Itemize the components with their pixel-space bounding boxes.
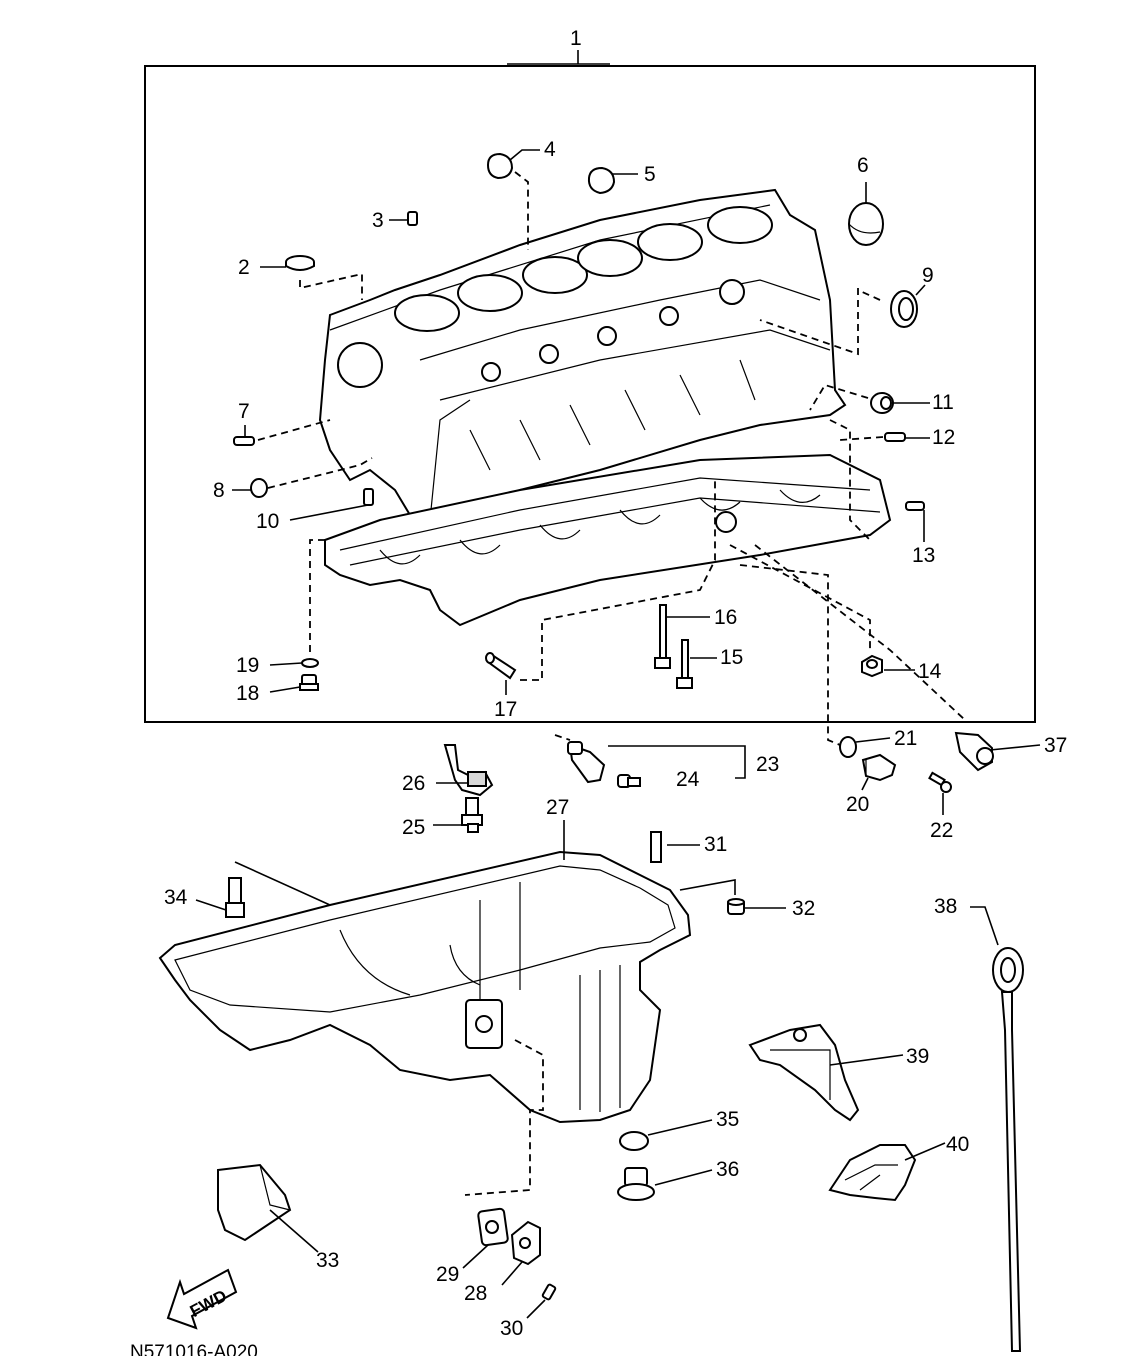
callout-36: 36 <box>716 1158 739 1181</box>
callout-33: 33 <box>316 1249 339 1272</box>
part-33-baffle <box>217 1163 292 1242</box>
callout-17: 17 <box>494 698 517 721</box>
part-25-fitting <box>461 797 483 833</box>
part-38-dipstick <box>992 947 1024 1352</box>
part-2-plug <box>285 255 315 271</box>
callout-13: 13 <box>912 544 935 567</box>
callout-19: 19 <box>236 654 259 677</box>
part-22-bolt <box>928 771 952 793</box>
part-26-sensor <box>443 744 494 797</box>
block-group-frame <box>144 65 1036 723</box>
part-35-gasket <box>619 1131 649 1151</box>
callout-15: 15 <box>720 646 743 669</box>
callout-32: 32 <box>792 897 815 920</box>
callout-35: 35 <box>716 1108 739 1131</box>
part-31-stud <box>650 831 662 863</box>
part-24-bolt <box>617 774 641 788</box>
callout-27: 27 <box>546 796 569 819</box>
callout-39: 39 <box>906 1045 929 1068</box>
callout-1: 1 <box>570 27 582 50</box>
callout-31: 31 <box>704 833 727 856</box>
oil-pan <box>158 850 692 1124</box>
part-23-sensor <box>567 741 606 784</box>
part-5-plug <box>587 166 616 195</box>
callout-22: 22 <box>930 819 953 842</box>
part-40-bracket <box>828 1144 917 1202</box>
callout-21: 21 <box>894 727 917 750</box>
leader-lines <box>195 149 1041 1319</box>
callout-23: 23 <box>756 753 779 776</box>
callout-9: 9 <box>922 264 934 287</box>
callout-25: 25 <box>402 816 425 839</box>
part-12-pin <box>884 432 906 442</box>
part-37-sensor <box>954 731 994 772</box>
part-8-bush <box>250 478 268 498</box>
part-16-bolt <box>654 604 671 669</box>
callout-10: 10 <box>256 510 279 533</box>
part-7-pin <box>233 436 255 446</box>
part-39-bracket <box>748 1023 860 1122</box>
callout-12: 12 <box>932 426 955 449</box>
part-3-pin <box>407 211 418 226</box>
part-36-plug <box>617 1167 655 1201</box>
part-11-bush <box>870 392 894 414</box>
callout-14: 14 <box>918 660 942 683</box>
part-14-nut <box>861 654 883 678</box>
bearing-cap-plate <box>324 453 892 627</box>
part-28-cover <box>510 1220 541 1266</box>
callout-11: 11 <box>932 391 954 414</box>
callout-16: 16 <box>714 606 737 629</box>
callout-6: 6 <box>857 154 869 177</box>
part-32-nut <box>727 898 745 915</box>
part-18-plug <box>299 674 319 691</box>
callout-20: 20 <box>846 793 869 816</box>
callout-4: 4 <box>544 138 556 161</box>
cylinder-block <box>318 188 847 522</box>
callout-28: 28 <box>464 1282 487 1305</box>
callout-37: 37 <box>1044 734 1067 757</box>
callout-24: 24 <box>676 768 700 791</box>
part-4-plug <box>486 152 514 180</box>
part-10-pin <box>363 488 374 506</box>
part-6-plug <box>848 202 884 246</box>
part-21-ring <box>839 736 857 758</box>
callout-labels: 1 2 3 4 5 6 7 8 9 10 11 12 13 14 15 16 1… <box>164 27 1067 1340</box>
part-30-bolt <box>541 1283 557 1301</box>
part-19-gasket <box>301 658 319 668</box>
fwd-arrow-icon <box>166 1268 238 1330</box>
part-13-pin <box>905 501 925 511</box>
part-20-sensor <box>861 753 897 782</box>
callout-40: 40 <box>946 1133 969 1156</box>
callout-3: 3 <box>372 209 384 232</box>
part-17-pin <box>485 652 517 680</box>
part-9-seal <box>890 290 918 328</box>
callout-18: 18 <box>236 682 259 705</box>
callout-2: 2 <box>238 256 250 279</box>
callout-38: 38 <box>934 895 957 918</box>
callout-7: 7 <box>238 400 250 423</box>
callout-30: 30 <box>500 1317 523 1340</box>
callout-34: 34 <box>164 886 188 909</box>
callout-5: 5 <box>644 163 656 186</box>
callout-26: 26 <box>402 772 425 795</box>
callout-29: 29 <box>436 1263 459 1286</box>
callout-8: 8 <box>213 479 225 502</box>
part-34-stud <box>225 877 245 918</box>
figure-code: N571016-A020 <box>130 1342 258 1356</box>
part-15-bolt <box>676 639 693 689</box>
part-29-gasket <box>477 1207 509 1247</box>
